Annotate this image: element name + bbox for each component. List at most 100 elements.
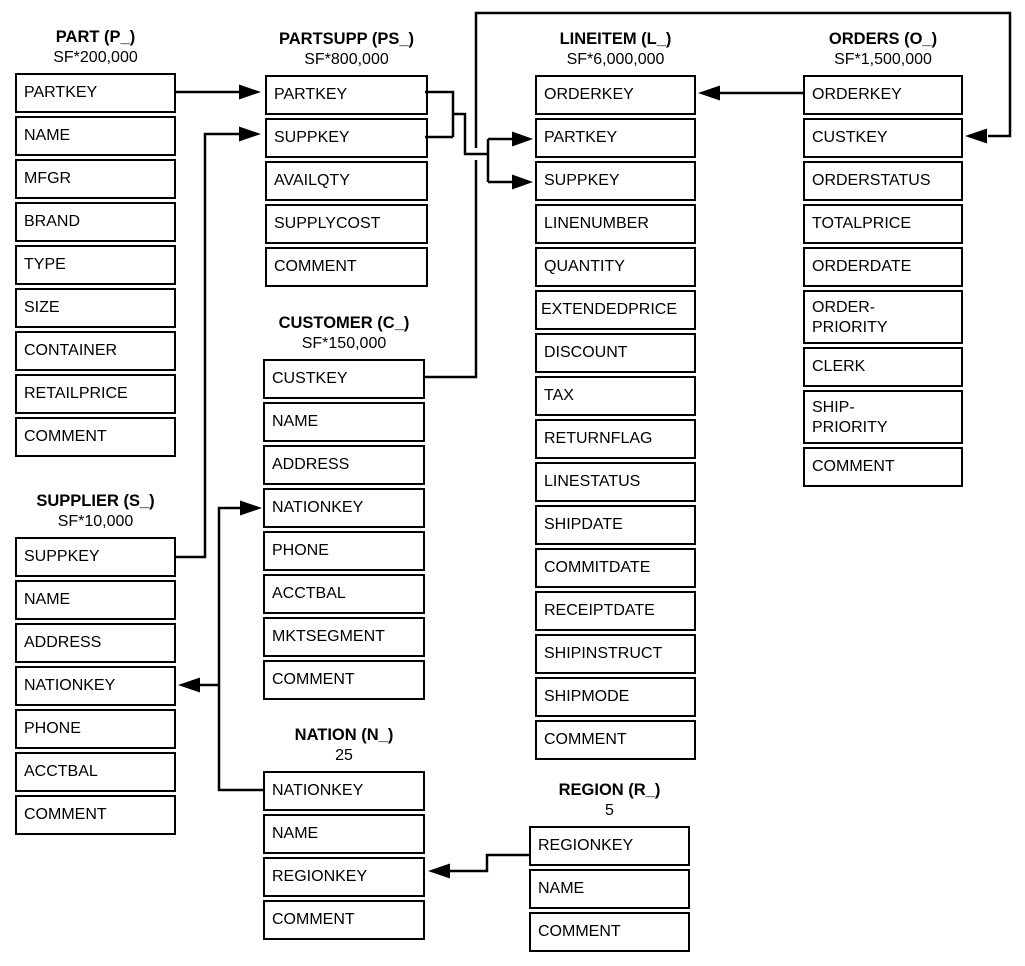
column-partsupp-comment: COMMENT: [265, 247, 428, 287]
column-supplier-nationkey: NATIONKEY: [15, 666, 176, 706]
table-partsupp-cardinality: SF*800,000: [304, 51, 389, 68]
column-orders-clerk: CLERK: [803, 347, 963, 387]
arrowhead-icon: [239, 84, 261, 100]
line-hop-gap: [471, 148, 481, 160]
column-part-name: NAME: [15, 116, 176, 156]
column-customer-custkey: CUSTKEY: [263, 359, 425, 399]
column-lineitem-tax: TAX: [535, 376, 696, 416]
arrowhead-icon: [512, 174, 533, 190]
column-supplier-acctbal: ACCTBAL: [15, 752, 176, 792]
column-orders-custkey: CUSTKEY: [803, 118, 963, 158]
table-orders: ORDERS (O_) SF*1,500,000 ORDERKEY CUSTKE…: [803, 30, 963, 490]
arrow-nation-nationkey-to-supplier-nationkey: [178, 677, 219, 693]
column-lineitem-extendedprice: EXTENDEDPRICE: [535, 290, 696, 330]
table-partsupp-title: PARTSUPP (PS_): [278, 30, 415, 48]
table-supplier-title: SUPPLIER (S_): [36, 492, 155, 510]
column-customer-name: NAME: [263, 402, 425, 442]
column-orders-totalprice: TOTALPRICE: [803, 204, 963, 244]
column-region-name: NAME: [529, 869, 690, 909]
column-lineitem-orderkey: ORDERKEY: [535, 75, 696, 115]
column-orders-comment: COMMENT: [803, 447, 963, 487]
column-lineitem-returnflag: RETURNFLAG: [535, 419, 696, 459]
column-partsupp-availqty: AVAILQTY: [265, 161, 428, 201]
column-lineitem-shipinstruct: SHIPINSTRUCT: [535, 634, 696, 674]
column-part-type: TYPE: [15, 245, 176, 285]
table-customer: CUSTOMER (C_) SF*150,000 CUSTKEY NAME AD…: [263, 314, 425, 703]
column-part-partkey: PARTKEY: [15, 73, 176, 113]
arrow-supplier-suppkey-to-partsupp-suppkey: [176, 126, 261, 559]
column-lineitem-shipmode: SHIPMODE: [535, 677, 696, 717]
column-part-size: SIZE: [15, 288, 176, 328]
table-lineitem-title: LINEITEM (L_): [559, 30, 672, 48]
column-partsupp-partkey: PARTKEY: [265, 75, 428, 115]
column-supplier-suppkey: SUPPKEY: [15, 537, 176, 577]
column-customer-comment: COMMENT: [263, 660, 425, 700]
table-partsupp: PARTSUPP (PS_) SF*800,000 PARTKEY SUPPKE…: [265, 30, 428, 290]
column-nation-comment: COMMENT: [263, 900, 425, 940]
column-part-mfgr: MFGR: [15, 159, 176, 199]
table-lineitem-cardinality: SF*6,000,000: [566, 51, 665, 68]
table-supplier: SUPPLIER (S_) SF*10,000 SUPPKEY NAME ADD…: [15, 492, 176, 838]
table-region-cardinality: 5: [605, 802, 614, 819]
table-part: PART (P_) SF*200,000 PARTKEY NAME MFGR B…: [15, 28, 176, 460]
column-customer-mktsegment: MKTSEGMENT: [263, 617, 425, 657]
table-customer-cardinality: SF*150,000: [301, 335, 387, 352]
column-supplier-phone: PHONE: [15, 709, 176, 749]
column-lineitem-suppkey: SUPPKEY: [535, 161, 696, 201]
column-nation-regionkey: REGIONKEY: [263, 857, 425, 897]
arrow-region-regionkey-to-nation-regionkey: [428, 853, 529, 879]
column-customer-acctbal: ACCTBAL: [263, 574, 425, 614]
column-lineitem-discount: DISCOUNT: [535, 333, 696, 373]
arrowhead-icon: [428, 863, 450, 879]
table-part-cardinality: SF*200,000: [53, 49, 138, 66]
column-orders-orderpriority: ORDER- PRIORITY: [803, 290, 963, 344]
arrow-partsupp-to-lineitem: [425, 90, 533, 190]
table-nation: NATION (N_) 25 NATIONKEY NAME REGIONKEY …: [263, 726, 425, 943]
column-part-brand: BRAND: [15, 202, 176, 242]
column-customer-address: ADDRESS: [263, 445, 425, 485]
column-lineitem-linestatus: LINESTATUS: [535, 462, 696, 502]
column-lineitem-receiptdate: RECEIPTDATE: [535, 591, 696, 631]
column-customer-nationkey: NATIONKEY: [263, 488, 425, 528]
column-partsupp-suppkey: SUPPKEY: [265, 118, 428, 158]
column-lineitem-commitdate: COMMITDATE: [535, 548, 696, 588]
arrowhead-icon: [240, 500, 262, 516]
column-lineitem-linenumber: LINENUMBER: [535, 204, 696, 244]
column-orders-orderdate: ORDERDATE: [803, 247, 963, 287]
column-lineitem-shipdate: SHIPDATE: [535, 505, 696, 545]
column-supplier-address: ADDRESS: [15, 623, 176, 663]
table-region: REGION (R_) 5 REGIONKEY NAME COMMENT: [529, 781, 690, 955]
arrow-nation-nationkey-to-customer-nationkey: [217, 500, 263, 792]
arrowhead-icon: [698, 85, 720, 101]
column-lineitem-quantity: QUANTITY: [535, 247, 696, 287]
column-part-retailprice: RETAILPRICE: [15, 374, 176, 414]
table-region-title: REGION (R_): [558, 781, 661, 799]
table-nation-cardinality: 25: [335, 747, 353, 764]
table-orders-title: ORDERS (O_): [828, 30, 938, 48]
arrowhead-icon: [239, 126, 261, 142]
table-supplier-cardinality: SF*10,000: [57, 513, 134, 530]
arrowhead-icon: [178, 677, 200, 693]
column-orders-orderstatus: ORDERSTATUS: [803, 161, 963, 201]
arrow-part-partkey-to-partsupp-partkey: [176, 84, 261, 100]
column-nation-nationkey: NATIONKEY: [263, 771, 425, 811]
column-supplier-name: NAME: [15, 580, 176, 620]
column-part-comment: COMMENT: [15, 417, 176, 457]
column-lineitem-comment: COMMENT: [535, 720, 696, 760]
arrow-orders-orderkey-to-lineitem-orderkey: [698, 85, 803, 101]
column-region-comment: COMMENT: [529, 912, 690, 952]
table-part-title: PART (P_): [55, 28, 136, 46]
table-customer-title: CUSTOMER (C_): [278, 314, 410, 332]
column-lineitem-partkey: PARTKEY: [535, 118, 696, 158]
arrowhead-icon: [512, 131, 533, 147]
column-part-container: CONTAINER: [15, 331, 176, 371]
column-region-regionkey: REGIONKEY: [529, 826, 690, 866]
column-partsupp-supplycost: SUPPLYCOST: [265, 204, 428, 244]
table-orders-cardinality: SF*1,500,000: [834, 51, 932, 68]
column-customer-phone: PHONE: [263, 531, 425, 571]
column-supplier-comment: COMMENT: [15, 795, 176, 835]
arrowhead-icon: [965, 128, 987, 144]
column-orders-orderkey: ORDERKEY: [803, 75, 963, 115]
column-nation-name: NAME: [263, 814, 425, 854]
